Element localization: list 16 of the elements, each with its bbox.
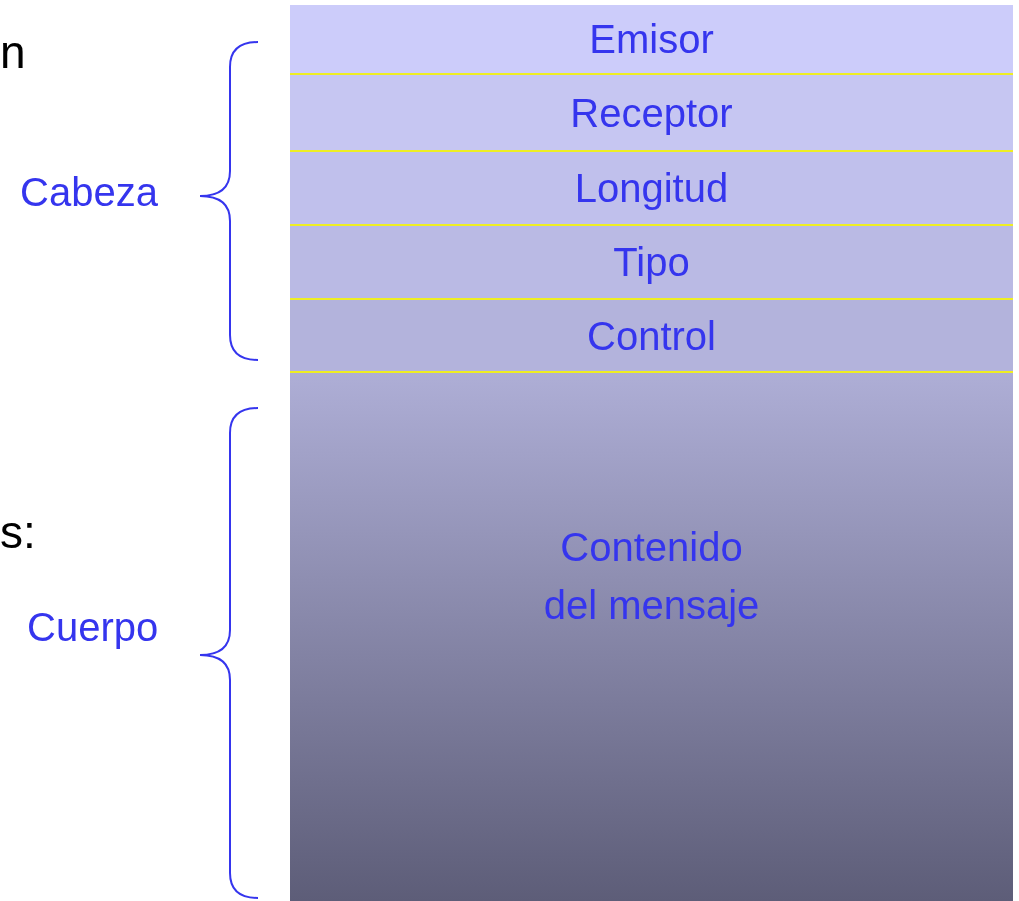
header-field-row [290, 300, 1013, 373]
message-body-section [290, 373, 1013, 901]
brace-label: Cuerpo [27, 605, 159, 650]
body-label: Contenido del mensaje [542, 524, 761, 629]
title-fragment: n [0, 25, 26, 79]
field-label: Emisor [589, 16, 714, 63]
field-label: Longitud [574, 165, 729, 212]
header-field-row [290, 152, 1013, 226]
header-field-row [290, 226, 1013, 300]
field-label: Receptor [570, 89, 733, 137]
field-label: Tipo [613, 239, 690, 286]
header-field-row [290, 5, 1013, 75]
title-fragment: s: [0, 505, 36, 559]
field-label: Control [587, 312, 716, 360]
header-field-row [290, 75, 1013, 152]
brace-label: Cabeza [20, 170, 158, 215]
